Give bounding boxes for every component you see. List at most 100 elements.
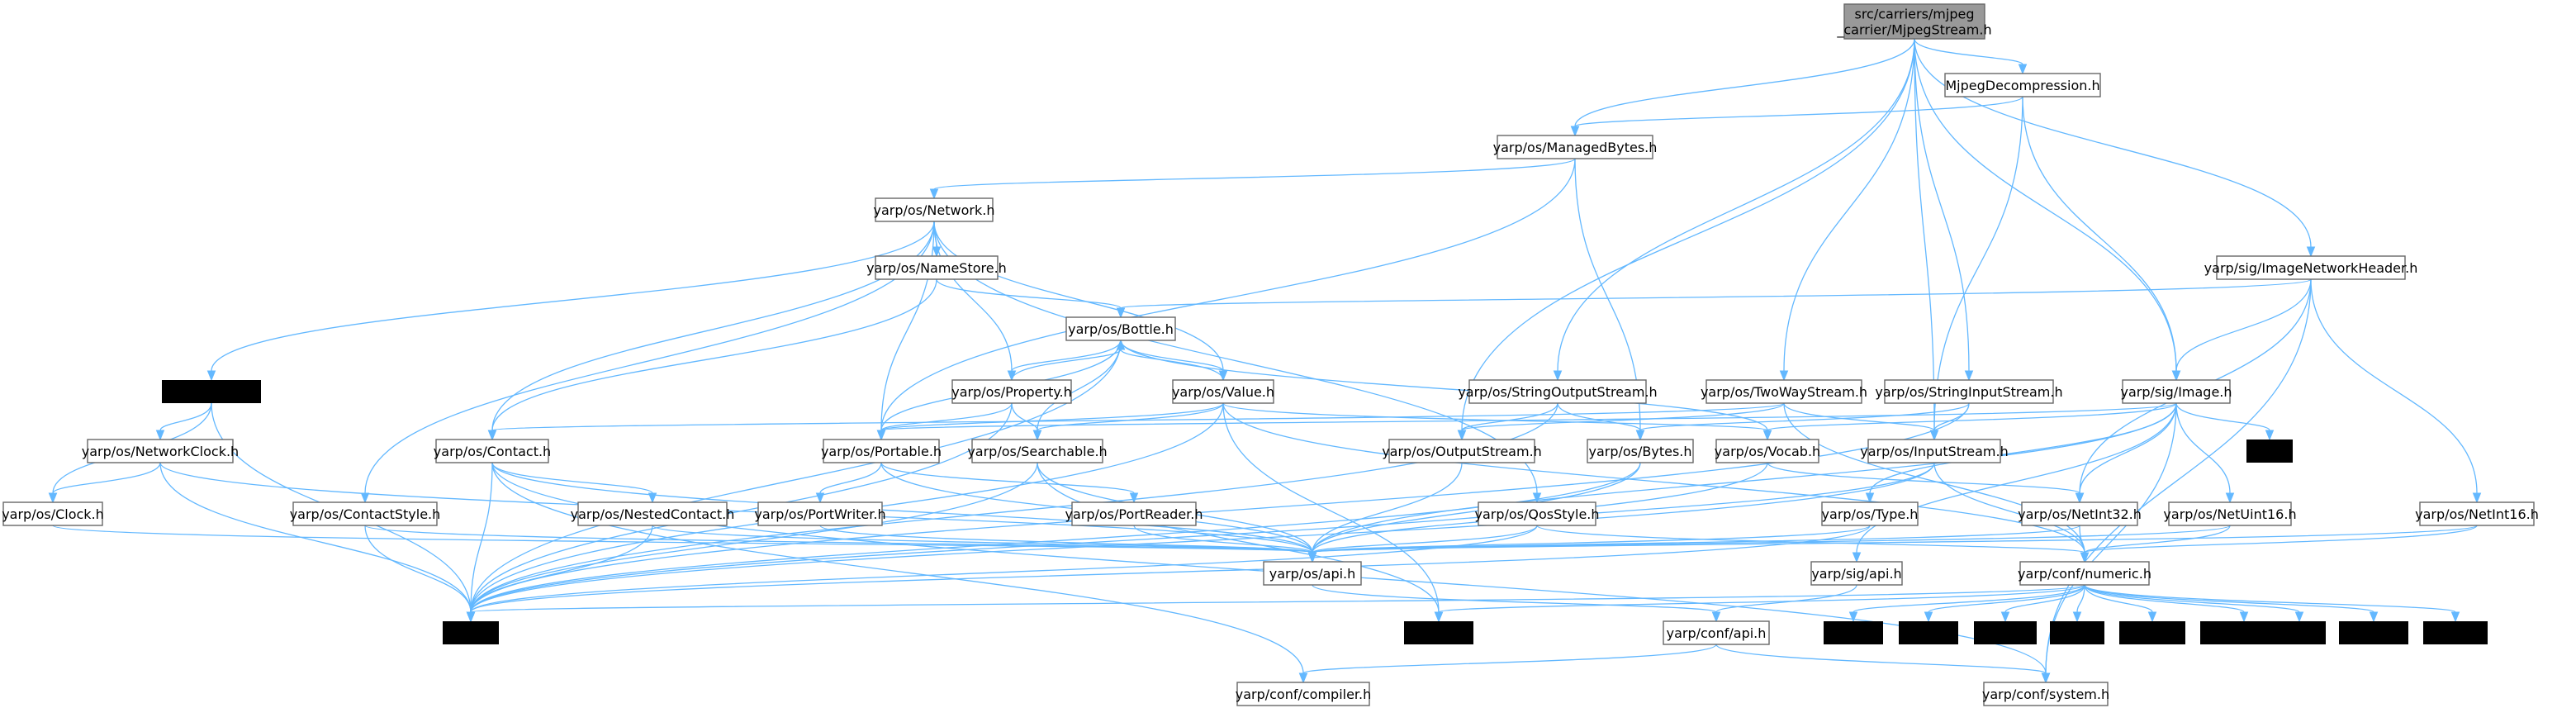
node-netuint16[interactable]: yarp/os/NetUint16.h bbox=[2163, 501, 2297, 526]
node-stringoutputstream[interactable]: yarp/os/StringOutputStream.h bbox=[1458, 379, 1658, 404]
node-netint16[interactable]: yarp/os/NetInt16.h bbox=[2415, 501, 2539, 526]
node-time[interactable]: yarp/os/Time.h bbox=[162, 380, 261, 403]
edge-arrowhead bbox=[206, 370, 216, 382]
edge-imagenetworkheader-netint16 bbox=[2310, 278, 2482, 504]
node-vocab[interactable]: yarp/os/Vocab.h bbox=[1715, 439, 1820, 463]
node-namestore[interactable]: yarp/os/NameStore.h bbox=[866, 255, 1007, 280]
node-cstring[interactable]: cstring bbox=[1974, 621, 2037, 644]
node-mjpegdec[interactable]: MjpegDecompression.h bbox=[1944, 73, 2101, 97]
edge-line bbox=[1312, 462, 1935, 554]
node-box bbox=[1843, 3, 1985, 40]
node-bottle[interactable]: yarp/os/Bottle.h bbox=[1065, 316, 1176, 341]
node-label: yarp/os/ContactStyle.h bbox=[290, 506, 441, 522]
node-property[interactable]: yarp/os/Property.h bbox=[951, 379, 1072, 404]
node-label: sys/types.h bbox=[2207, 625, 2282, 641]
node-cfloat[interactable]: cfloat bbox=[2273, 621, 2326, 644]
edge-line bbox=[2084, 584, 2374, 613]
node-type[interactable]: yarp/os/Type.h bbox=[1821, 501, 1919, 526]
edge-line bbox=[1914, 38, 1935, 431]
node-confapi[interactable]: yarp/conf/api.h bbox=[1663, 620, 1770, 645]
node-compiler[interactable]: yarp/conf/compiler.h bbox=[1236, 682, 1372, 706]
node-box bbox=[2168, 501, 2292, 526]
edge-line bbox=[880, 462, 1135, 494]
node-portreader[interactable]: yarp/os/PortReader.h bbox=[1065, 501, 1203, 526]
node-netint32[interactable]: yarp/os/NetInt32.h bbox=[2018, 501, 2142, 526]
node-box bbox=[1065, 316, 1176, 341]
edge-arrowhead bbox=[929, 188, 939, 200]
node-label: yarp/os/PortWriter.h bbox=[754, 506, 885, 522]
edge-arrowhead bbox=[1779, 370, 1789, 382]
node-box bbox=[1715, 439, 1819, 463]
edges-layer bbox=[48, 38, 2482, 684]
edge-line bbox=[2175, 402, 2270, 431]
edge-line bbox=[470, 462, 1935, 613]
node-label: yarp/os/Value.h bbox=[1172, 384, 1274, 400]
edge-arrowhead bbox=[2239, 611, 2249, 623]
node-clocale[interactable]: clocale bbox=[2423, 621, 2488, 644]
node-networkclock[interactable]: yarp/os/NetworkClock.h bbox=[82, 439, 239, 463]
edge-root-stringinputstream bbox=[1914, 38, 1974, 382]
node-contactstyle[interactable]: yarp/os/ContactStyle.h bbox=[290, 501, 441, 526]
edge-line bbox=[1037, 462, 1440, 613]
edge-line bbox=[470, 340, 1122, 613]
edge-line bbox=[159, 462, 472, 613]
node-box bbox=[2050, 621, 2104, 644]
edge-arrowhead bbox=[1129, 492, 1139, 504]
node-contact[interactable]: yarp/os/Contact.h bbox=[434, 439, 551, 463]
node-outputstream[interactable]: yarp/os/OutputStream.h bbox=[1382, 439, 1542, 463]
node-cinttypes[interactable]: cinttypes bbox=[2339, 621, 2408, 644]
node-map[interactable]: map bbox=[2246, 440, 2293, 463]
node-portable[interactable]: yarp/os/Portable.h bbox=[821, 439, 942, 463]
node-nestedcontact[interactable]: yarp/os/NestedContact.h bbox=[571, 501, 735, 526]
edge-numeric-limits bbox=[2072, 584, 2085, 623]
edge-twowaystream-inputstream bbox=[1783, 402, 1939, 441]
edge-line bbox=[1914, 38, 1970, 372]
node-osapi[interactable]: yarp/os/api.h bbox=[1263, 561, 1362, 586]
node-bytes[interactable]: yarp/os/Bytes.h bbox=[1587, 439, 1694, 463]
node-system[interactable]: yarp/conf/system.h bbox=[1982, 682, 2109, 706]
edge-root-imagenetworkheader bbox=[1914, 38, 2316, 258]
node-sstream[interactable]: sstream bbox=[2119, 621, 2185, 644]
node-box bbox=[1071, 501, 1197, 526]
node-box bbox=[875, 255, 999, 280]
node-inputstream[interactable]: yarp/os/InputStream.h bbox=[1860, 439, 2009, 463]
node-imagenetworkheader[interactable]: yarp/sig/ImageNetworkHeader.h bbox=[2204, 255, 2418, 280]
node-sigapi[interactable]: yarp/sig/api.h bbox=[1810, 561, 1903, 586]
node-image[interactable]: yarp/sig/Image.h bbox=[2120, 379, 2232, 404]
node-stringinputstream[interactable]: yarp/os/StringInputStream.h bbox=[1875, 379, 2063, 404]
edge-bottle-property bbox=[1007, 340, 1122, 382]
node-string[interactable]: string bbox=[443, 621, 499, 644]
node-searchable[interactable]: yarp/os/Searchable.h bbox=[967, 439, 1108, 463]
edge-line bbox=[1853, 584, 2085, 613]
node-network[interactable]: yarp/os/Network.h bbox=[874, 197, 995, 222]
node-twowaystream[interactable]: yarp/os/TwoWayStream.h bbox=[1701, 379, 1867, 404]
edge-arrowhead bbox=[1457, 430, 1467, 441]
edge-line bbox=[491, 402, 1785, 431]
node-label: yarp/os/StringOutputStream.h bbox=[1458, 384, 1657, 400]
node-box bbox=[2423, 621, 2488, 644]
edge-arrowhead bbox=[815, 492, 825, 504]
node-cstdint[interactable]: cstdint bbox=[1824, 621, 1883, 644]
node-limits[interactable]: limits bbox=[2050, 621, 2104, 644]
node-box bbox=[1663, 620, 1770, 645]
node-label: yarp/os/TwoWayStream.h bbox=[1701, 384, 1867, 400]
edge-line bbox=[1011, 402, 1038, 431]
node-clock[interactable]: yarp/os/Clock.h bbox=[2, 501, 104, 526]
edge-numeric-string bbox=[466, 584, 2085, 623]
node-cstddef[interactable]: cstddef bbox=[1404, 621, 1473, 644]
edge-imagenetworkheader-image bbox=[2171, 278, 2312, 382]
node-portwriter[interactable]: yarp/os/PortWriter.h bbox=[754, 501, 886, 526]
edge-line bbox=[1222, 402, 2085, 554]
edge-sigapi-confapi bbox=[1711, 584, 1857, 623]
edge-arrowhead bbox=[487, 430, 497, 441]
node-box bbox=[1478, 501, 1596, 526]
edge-arrowhead bbox=[2072, 611, 2082, 623]
edge-arrowhead bbox=[155, 430, 165, 441]
node-managedbytes[interactable]: yarp/os/ManagedBytes.h bbox=[1493, 135, 1658, 159]
node-qosstyle[interactable]: yarp/os/QosStyle.h bbox=[1474, 501, 1600, 526]
node-value[interactable]: yarp/os/Value.h bbox=[1172, 379, 1274, 404]
node-box bbox=[1983, 682, 2109, 706]
node-numeric[interactable]: yarp/conf/numeric.h bbox=[2018, 561, 2151, 586]
node-root[interactable]: src/carriers/mjpeg_carrier/MjpegStream.h bbox=[1836, 3, 1992, 40]
node-cstdlib[interactable]: cstdlib bbox=[1899, 621, 1958, 644]
